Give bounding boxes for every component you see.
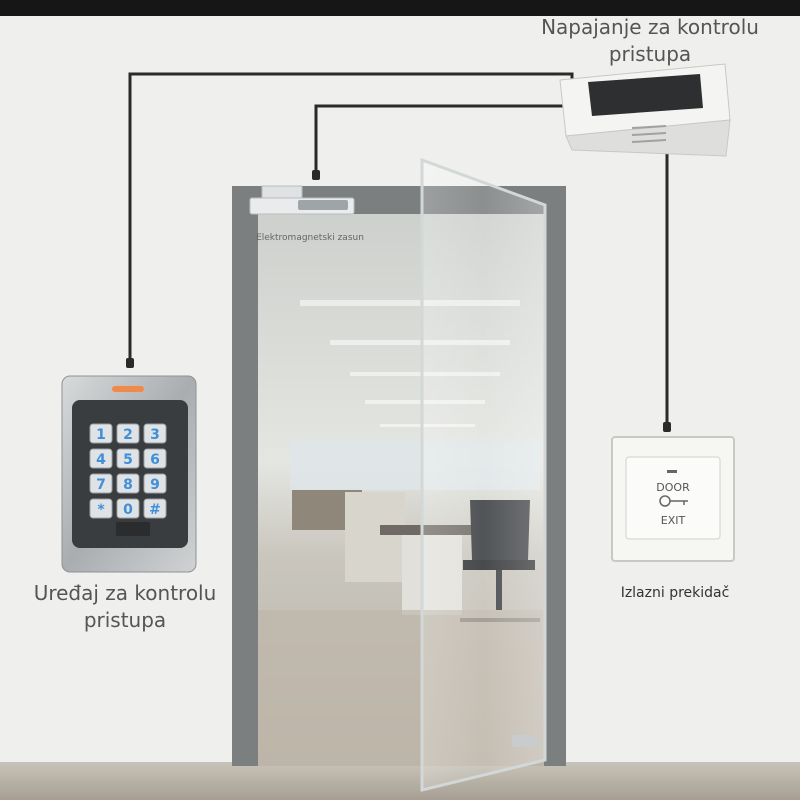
floor — [0, 762, 800, 800]
keypad-key[interactable]: 4 — [89, 448, 113, 469]
keypad-label: Uređaj za kontrolu pristupa — [33, 581, 217, 632]
keypad-key[interactable]: 6 — [143, 448, 167, 469]
power-supply-label: Napajanje za kontrolu pristupa — [541, 15, 759, 66]
key-icon — [659, 495, 688, 507]
keypad-key-label: 3 — [150, 427, 160, 443]
wire-terminals — [126, 170, 671, 432]
keypad-key[interactable]: * — [89, 498, 113, 519]
exit-button-label: Izlazni prekidač — [620, 585, 730, 601]
keypad-key-label: 2 — [123, 427, 133, 443]
keypad-key[interactable]: 8 — [116, 473, 140, 494]
top-band — [0, 0, 800, 16]
keypad-key[interactable]: 7 — [89, 473, 113, 494]
keypad-key-label: 6 — [150, 452, 160, 468]
keypad-key[interactable]: 2 — [116, 423, 140, 444]
keypad-keys: 1 2 3 4 5 6 7 8 9 * 0 # — [89, 423, 167, 519]
keypad-key-label: 4 — [96, 452, 106, 468]
keypad-key-label: 9 — [150, 477, 160, 493]
keypad-key-label: 0 — [123, 502, 133, 518]
keypad-key-label: # — [149, 502, 161, 518]
keypad-key-label: 5 — [123, 452, 133, 468]
keypad-key[interactable]: 1 — [89, 423, 113, 444]
exit-button-exit-text: EXIT — [661, 514, 686, 527]
em-lock — [249, 185, 355, 215]
keypad-key[interactable]: # — [143, 498, 167, 519]
keypad-key[interactable]: 0 — [116, 498, 140, 519]
glass-door — [420, 157, 547, 792]
keypad-key-label: 1 — [96, 427, 106, 443]
keypad-key[interactable]: 3 — [143, 423, 167, 444]
power-supply-box — [559, 63, 731, 157]
keypad-key[interactable]: 5 — [116, 448, 140, 469]
exit-button-device: DOOR EXIT — [611, 436, 735, 562]
keypad-key-label: 7 — [96, 477, 106, 493]
keypad-device: 1 2 3 4 5 6 7 8 9 * 0 # — [61, 375, 197, 573]
keypad-key-label: 8 — [123, 477, 133, 493]
keypad-key[interactable]: 9 — [143, 473, 167, 494]
wire-lock-psu — [314, 104, 572, 174]
exit-button-door-text: DOOR — [656, 481, 690, 494]
keypad-key-label: * — [97, 502, 105, 518]
em-lock-label: Elektromagnetski zasun — [256, 233, 364, 243]
keypad-led — [112, 386, 144, 392]
psu-vents — [631, 125, 667, 143]
